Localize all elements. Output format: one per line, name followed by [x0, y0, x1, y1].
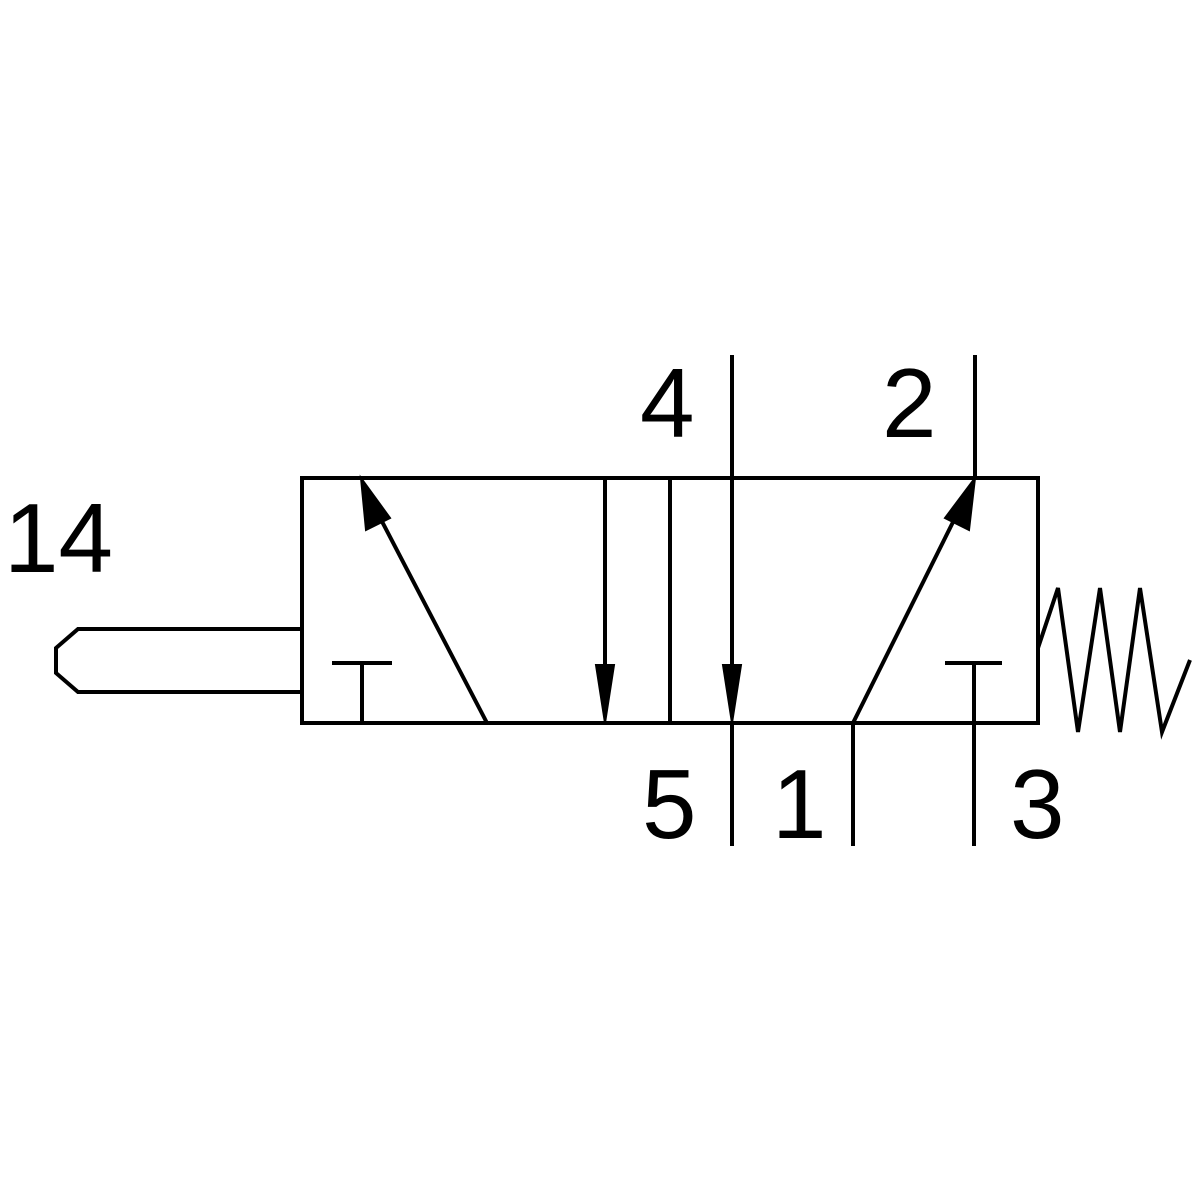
blocked-port-left: [332, 661, 392, 723]
spring-return: [1036, 587, 1192, 740]
port-4-line: [721, 355, 743, 846]
flow-line-right: [851, 511, 960, 724]
port-4-arrowhead: [721, 664, 743, 724]
port-label-4: 4: [640, 348, 695, 458]
pilot-port-label: 14: [4, 483, 113, 593]
port-label-5: 5: [642, 749, 697, 859]
port-label-3: 3: [1010, 749, 1065, 859]
blocked-port-right: [945, 661, 1002, 723]
flow-path-down-5: [594, 478, 616, 724]
plunger-actuator: [54, 627, 300, 694]
port-label-2: 2: [882, 348, 937, 458]
flow-line-left: [374, 509, 489, 724]
port-label-1: 1: [772, 749, 827, 859]
plunger-outline: [54, 627, 300, 694]
flow-arrowhead-right: [943, 474, 977, 532]
flow-path-left: [359, 474, 489, 724]
flow-path-right: [851, 474, 977, 724]
flow-arrowhead-down-5: [594, 664, 616, 724]
flow-arrowhead-left: [359, 474, 392, 532]
